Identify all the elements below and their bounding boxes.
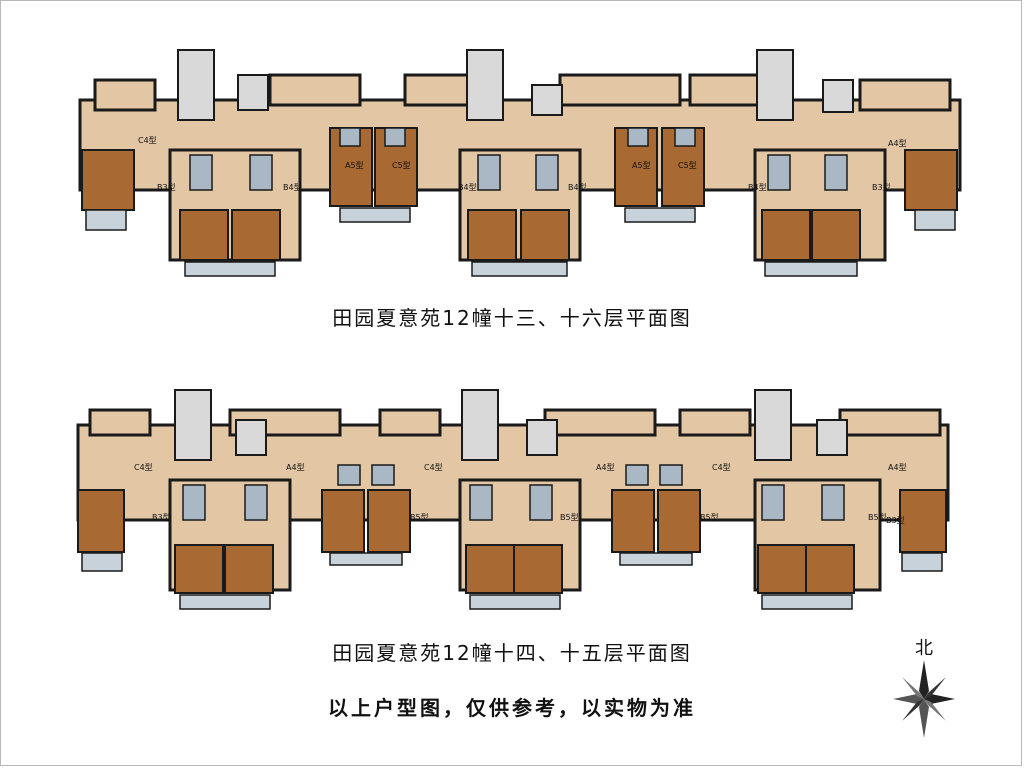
- bottom-unit-label: C4型: [134, 463, 153, 472]
- north-compass: 北: [893, 634, 955, 738]
- floor-plan-top-caption: 田园夏意苑12幢十三、十六层平面图: [332, 306, 692, 330]
- top-unit-label: B4型: [458, 183, 477, 192]
- floor-plan-top: C4型 A5型 C5型 B3型 B4型 B4型 B4型 A5型 C5型 B4型 A4型 B3型 田园夏…: [0, 40, 1024, 330]
- compass-rose-icon: [893, 660, 955, 738]
- top-unit-label: B4型: [568, 183, 587, 192]
- bottom-unit-label: A4型: [286, 463, 305, 472]
- floor-plan-top-drawing: C4型 A5型 C5型 B3型 B4型 B4型 B4型 A5型 C5型 B4型 A4型 B3型: [78, 49, 962, 277]
- top-unit-label: C5型: [392, 161, 411, 170]
- bottom-unit-label: C4型: [424, 463, 443, 472]
- top-unit-label: A4型: [888, 139, 907, 148]
- top-unit-label: C4型: [138, 136, 157, 145]
- disclaimer-text: 以上户型图，仅供参考，以实物为准: [328, 696, 696, 720]
- bottom-unit-label: A4型: [596, 463, 615, 472]
- bottom-unit-label: B3型: [152, 513, 171, 522]
- top-unit-label: A5型: [632, 161, 651, 170]
- bottom-unit-label: B3型: [886, 516, 905, 525]
- top-unit-label: B3型: [157, 183, 176, 192]
- top-unit-label: B3型: [872, 183, 891, 192]
- top-unit-label: C5型: [678, 161, 697, 170]
- bottom-unit-label: B5型: [868, 513, 887, 522]
- bottom-unit-label: B5型: [410, 513, 429, 522]
- bottom-unit-label: B5型: [700, 513, 719, 522]
- top-unit-label: B4型: [283, 183, 302, 192]
- floor-plan-bottom-caption: 田园夏意苑12幢十四、十五层平面图: [332, 641, 692, 665]
- bottom-unit-label: B5型: [560, 513, 579, 522]
- compass-north-label: 北: [915, 638, 933, 659]
- bottom-unit-label: A4型: [888, 463, 907, 472]
- bottom-unit-label: C4型: [712, 463, 731, 472]
- top-unit-label: A5型: [345, 161, 364, 170]
- top-unit-label: B4型: [748, 183, 767, 192]
